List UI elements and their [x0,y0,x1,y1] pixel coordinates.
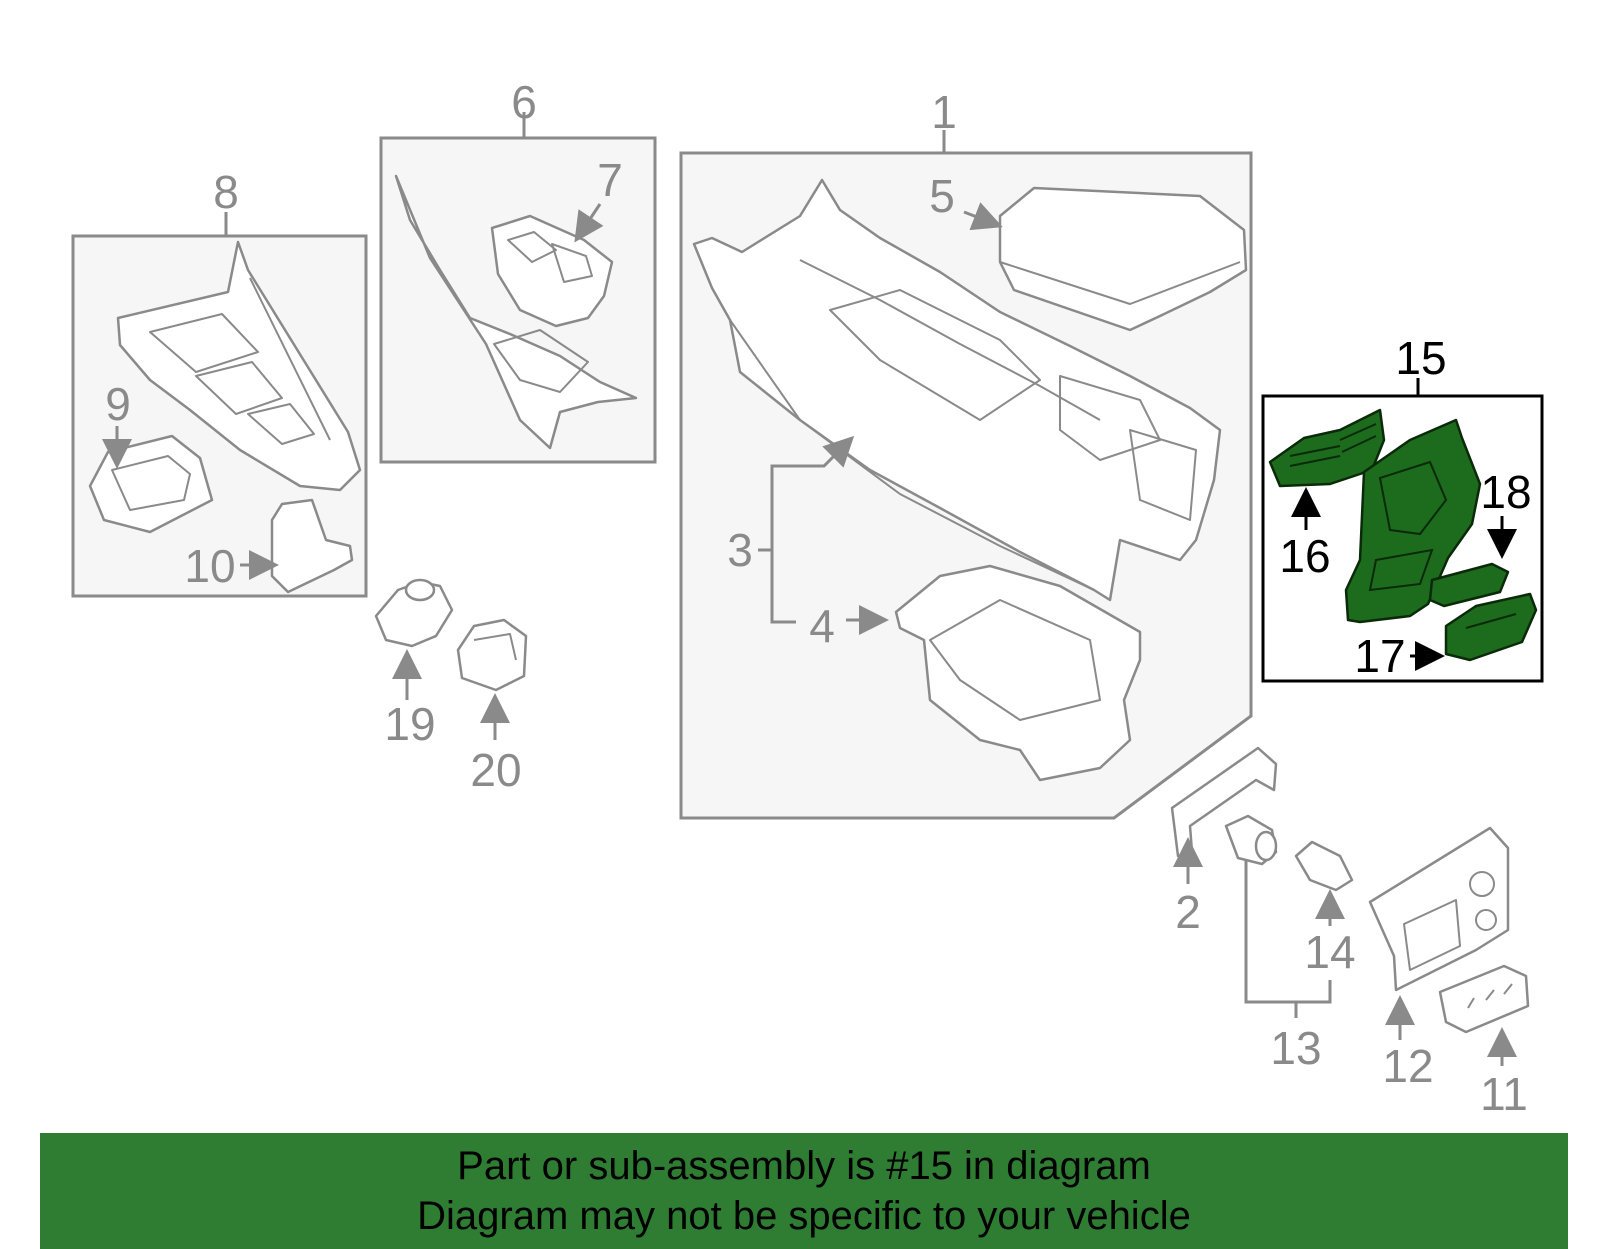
console-trim-6-part [394,174,638,450]
cup-holder-7-part [490,214,614,328]
switch-20-part [456,618,528,692]
banner-line-1: Part or sub-assembly is #15 in diagram [457,1144,1151,1188]
callout-15[interactable]: 15 [1395,332,1446,384]
callout-7[interactable]: 7 [597,154,623,206]
console-inner-4-part [894,564,1142,782]
callout-12[interactable]: 12 [1382,1040,1433,1092]
group-15-box: 15 16 18 17 [1261,332,1544,683]
group-8-box: 8 9 10 [71,166,368,598]
banner-line-2: Diagram may not be specific to your vehi… [417,1194,1191,1238]
callout-14[interactable]: 14 [1304,926,1355,978]
armrest-lid-5-part [998,186,1248,332]
callout-10[interactable]: 10 [184,540,235,592]
callout-11[interactable]: 11 [1480,1068,1528,1120]
switch-17-part [1444,592,1538,662]
socket-cap-14-part [1294,840,1354,892]
callout-6[interactable]: 6 [511,76,537,128]
callout-16[interactable]: 16 [1279,530,1330,582]
callout-1[interactable]: 1 [931,86,957,138]
callout-19[interactable]: 19 [384,698,435,750]
switch-11-part [1438,964,1530,1034]
callout-20[interactable]: 20 [470,744,521,796]
callout-5[interactable]: 5 [929,170,955,222]
callout-4[interactable]: 4 [809,600,835,652]
loose-parts-lower-right: 2 13 14 12 11 [1170,746,1530,1120]
callout-17[interactable]: 17 [1354,630,1405,682]
callout-2[interactable]: 2 [1175,886,1201,938]
callout-13[interactable]: 13 [1270,1022,1321,1074]
callout-9[interactable]: 9 [105,378,131,430]
group-6-box: 6 7 [379,76,657,464]
group-1-box: 1 5 4 3 [679,86,1253,820]
callout-8[interactable]: 8 [213,166,239,218]
loose-parts-19-20: 19 20 [374,578,528,796]
switch-18-part [1428,562,1510,608]
shift-boot-10-part [270,498,354,594]
callout-18[interactable]: 18 [1480,466,1531,518]
info-banner: Part or sub-assembly is #15 in diagram D… [40,1133,1568,1249]
callout-3[interactable]: 3 [727,524,753,576]
trim-panel-12-part [1368,826,1510,992]
